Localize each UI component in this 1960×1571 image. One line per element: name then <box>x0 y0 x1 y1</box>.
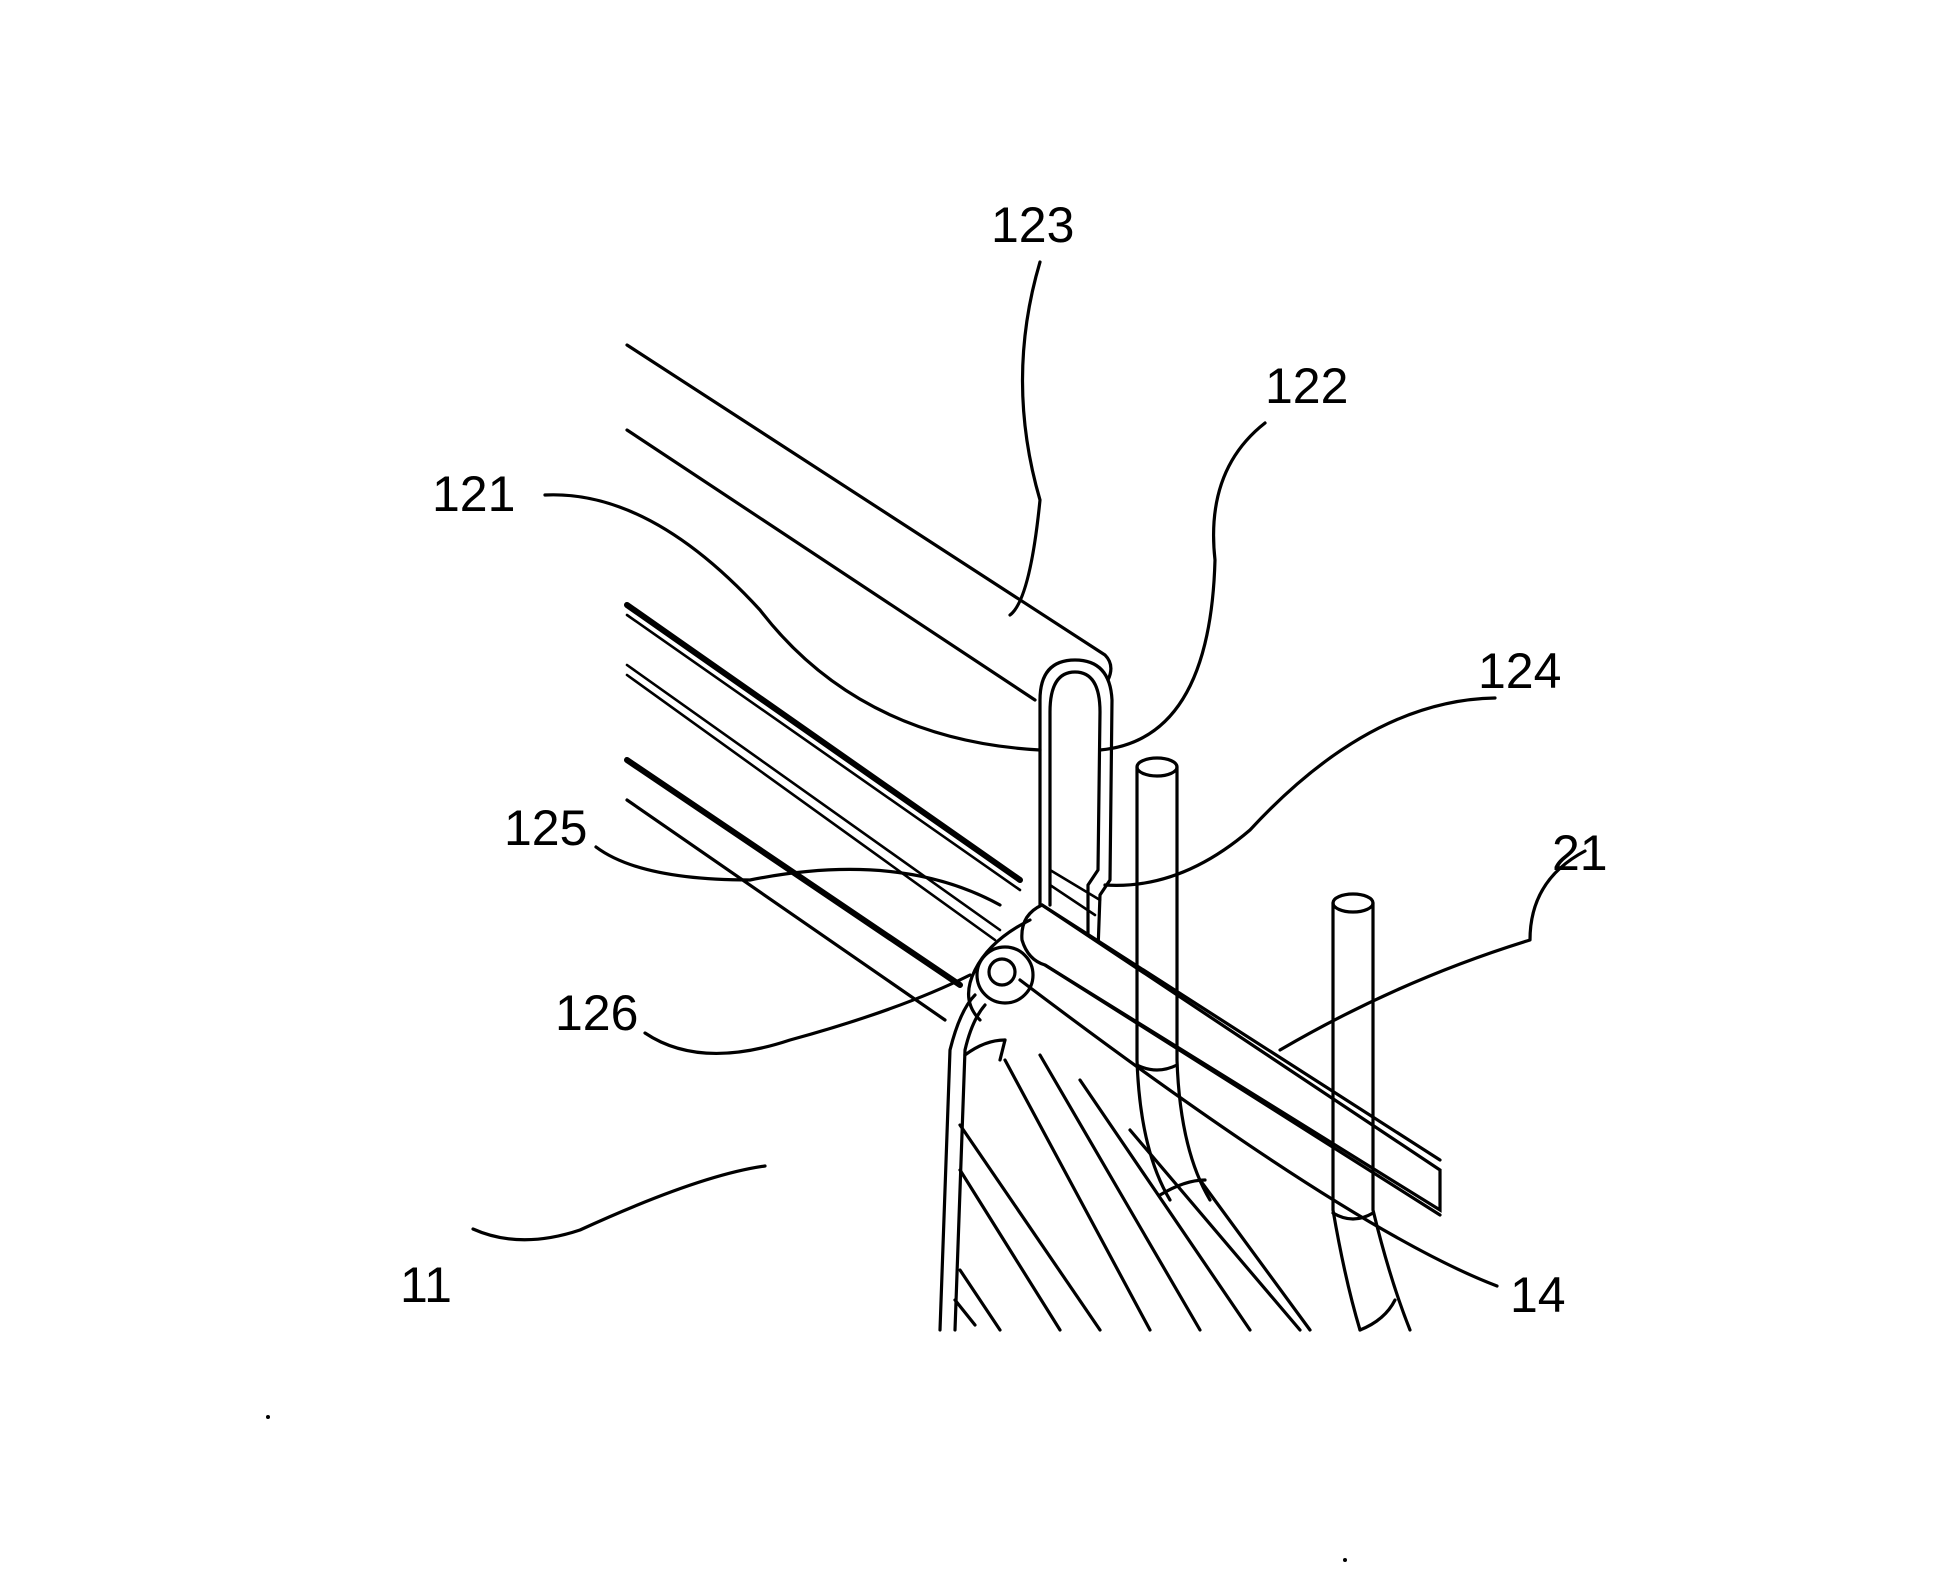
leader-lines <box>471 260 1587 1288</box>
label-121: 121 <box>432 466 515 522</box>
panel-123 <box>625 343 1113 702</box>
leader-126 <box>643 973 972 1056</box>
rod-21 <box>1020 903 1442 1217</box>
label-125: 125 <box>504 800 587 856</box>
speck <box>1343 1558 1347 1562</box>
posts <box>1135 756 1412 1332</box>
leader-21 <box>1278 849 1587 1052</box>
hatching-14 <box>953 1038 1312 1332</box>
leader-124 <box>1103 696 1497 887</box>
leader-14 <box>1018 978 1499 1288</box>
label-126: 126 <box>555 985 638 1041</box>
leader-11 <box>471 1164 767 1242</box>
leader-122 <box>1098 421 1267 752</box>
speck <box>266 1415 270 1419</box>
label-14: 14 <box>1510 1267 1566 1323</box>
label-124: 124 <box>1478 643 1561 699</box>
label-123: 123 <box>991 197 1074 253</box>
leader-125 <box>594 845 1002 907</box>
leader-123 <box>1008 260 1042 617</box>
leader-121 <box>543 493 1042 752</box>
hinge <box>938 918 1035 1332</box>
label-122: 122 <box>1265 358 1348 414</box>
label-21: 21 <box>1552 825 1608 881</box>
label-11: 11 <box>400 1257 452 1313</box>
fold-loop <box>1038 658 1114 952</box>
